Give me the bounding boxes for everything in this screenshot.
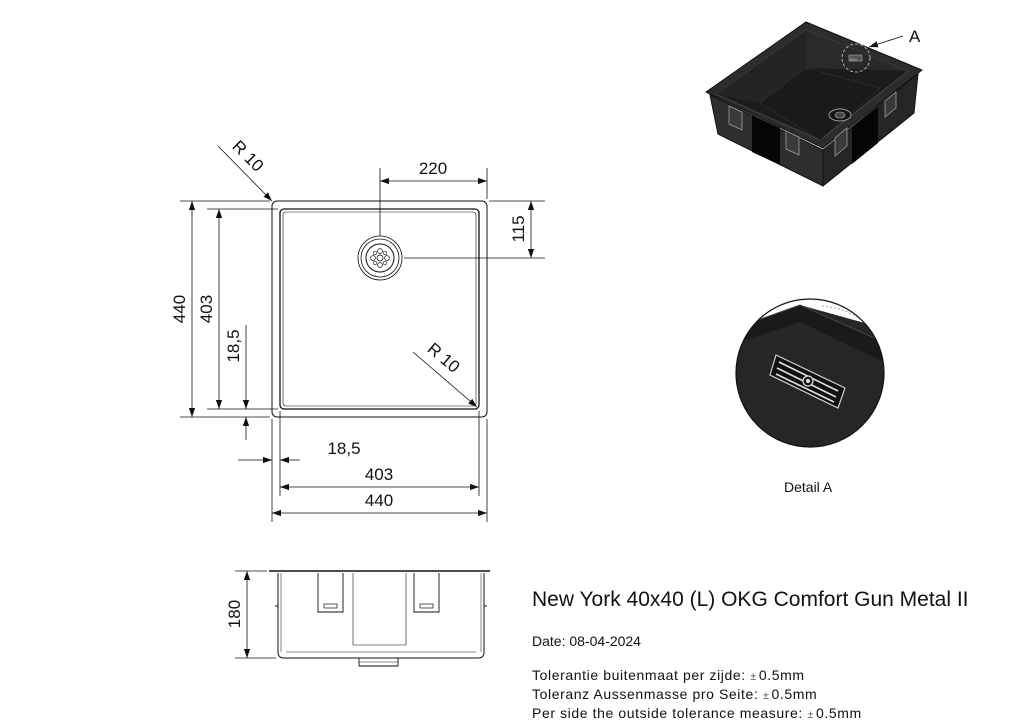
dim-depth-label: 180: [225, 600, 244, 628]
dim-inner-height: [207, 208, 278, 410]
tolerance-line-nl: Tolerantie buitenmaat per zijde: ±0.5mm: [532, 667, 805, 683]
dim-outer-height: [180, 200, 270, 418]
detail-a-caption: Detail A: [784, 479, 833, 495]
dim-rim-vertical-label: 18,5: [224, 329, 243, 362]
tolerance-line-en: Per side the outside tolerance measure: …: [532, 705, 862, 721]
drawing-date: Date: 08-04-2024: [532, 633, 641, 649]
tolerance-value: 0.5mm: [816, 705, 862, 721]
tolerance-value: 0.5mm: [758, 667, 805, 683]
tolerance-value: 0.5mm: [771, 686, 818, 702]
dim-radius-inner-leader: [412, 351, 478, 408]
drain-icon: [357, 235, 403, 281]
dim-outer-width-label: 440: [365, 491, 393, 510]
plus-minus-icon: ±: [807, 709, 815, 721]
plan-view: [271, 200, 488, 418]
tolerance-label: Toleranz Aussenmasse pro Seite:: [532, 686, 759, 702]
dim-inner-height-label: 403: [197, 295, 216, 323]
dim-rim-horizontal-label: 18,5: [327, 439, 360, 458]
sink-outer-outline: [271, 200, 488, 418]
dim-inner-width-label: 403: [365, 465, 393, 484]
dim-rim-horizontal: [238, 411, 300, 522]
dim-top-width-label: 220: [419, 159, 447, 178]
product-title: New York 40x40 (L) OKG Comfort Gun Metal…: [532, 588, 969, 611]
dim-drain-offset: [404, 200, 545, 259]
plus-minus-icon: ±: [750, 671, 757, 683]
sink-inner-bottom: [282, 211, 477, 407]
dim-outer-height-label: 440: [170, 295, 189, 323]
detail-marker-label: A: [909, 27, 921, 46]
dim-radius-inner-label: R 10: [424, 339, 464, 377]
sink-inner-outline: [279, 208, 480, 410]
dim-inner-width: [280, 411, 480, 496]
dim-top-width: [379, 168, 488, 236]
side-view: [269, 570, 490, 667]
dim-drain-offset-label: 115: [509, 215, 528, 242]
dim-depth: [235, 570, 276, 659]
detail-a-view: [735, 298, 885, 448]
dim-radius-outer-leader: [217, 145, 273, 202]
plus-minus-icon: ±: [762, 690, 770, 702]
tolerance-label: Tolerantie buitenmaat per zijde:: [532, 667, 746, 683]
dim-radius-outer-label: R 10: [228, 137, 267, 176]
dim-outer-width: [272, 419, 488, 522]
isometric-sink-view: [705, 21, 923, 188]
tolerance-line-de: Toleranz Aussenmasse pro Seite: ±0.5mm: [532, 686, 817, 702]
tolerance-label: Per side the outside tolerance measure:: [532, 705, 803, 721]
iso-overflow-label: 880: [850, 57, 857, 62]
overflow-grille-icon: [769, 354, 846, 409]
